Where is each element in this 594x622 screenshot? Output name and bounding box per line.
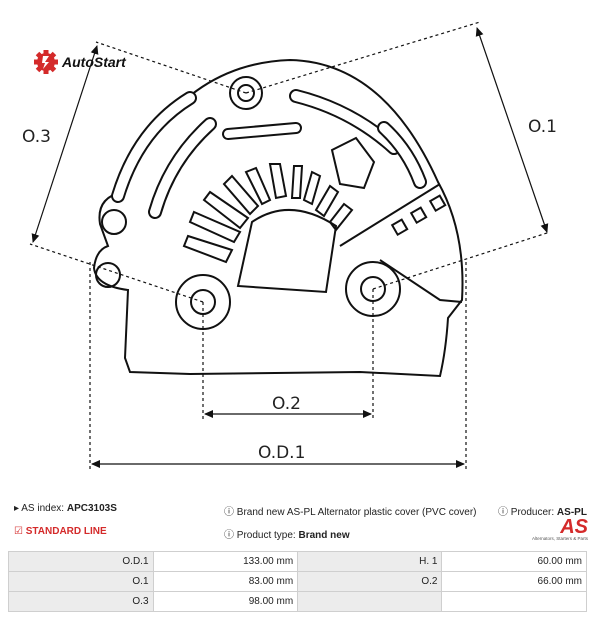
- dim-label-od1: O.D.1: [258, 443, 305, 463]
- standard-line-label: STANDARD LINE: [25, 526, 107, 537]
- autostart-logo[interactable]: AutoStart: [34, 50, 127, 74]
- spec-value: 83.00 mm: [152, 571, 299, 592]
- table-row: O.D.1 133.00 mm H. 1 60.00 mm: [8, 551, 587, 572]
- spec-label: O.3: [8, 591, 154, 612]
- as-index-info: ▸ AS index: APC3103S: [14, 503, 117, 514]
- as-pl-logo[interactable]: AS Alternators, Starters & Parts: [528, 516, 588, 541]
- spec-label: H. 1: [297, 551, 443, 572]
- producer-label: Producer:: [510, 507, 555, 518]
- spec-label: O.1: [8, 571, 154, 592]
- tag-icon: ▸: [14, 503, 20, 514]
- dim-label-o3: O.3: [22, 127, 51, 147]
- spec-value: 98.00 mm: [152, 591, 299, 612]
- spec-value: 60.00 mm: [441, 551, 587, 572]
- gear-icon: [34, 50, 58, 74]
- as-index-value[interactable]: APC3103S: [66, 503, 117, 514]
- product-type-value: Brand new: [298, 530, 350, 541]
- as-index-label: AS index:: [21, 503, 65, 514]
- info-icon: ⓘ: [498, 507, 508, 518]
- spec-label: [297, 591, 443, 612]
- description-text: Brand new AS-PL Alternator plastic cover…: [236, 507, 477, 518]
- spec-value: [441, 591, 587, 612]
- spec-label: O.D.1: [8, 551, 154, 572]
- description-info: ⓘ Brand new AS-PL Alternator plastic cov…: [224, 503, 477, 518]
- dim-label-o1: O.1: [528, 117, 557, 137]
- spec-value: 133.00 mm: [152, 551, 299, 572]
- as-logo-tagline: Alternators, Starters & Parts: [531, 536, 588, 541]
- spec-value: 66.00 mm: [441, 571, 587, 592]
- technical-drawing: AutoStart: [22, 21, 557, 470]
- info-icon: ⓘ: [224, 530, 234, 541]
- producer-value[interactable]: AS-PL: [556, 507, 587, 518]
- dim-label-o2: O.2: [272, 394, 301, 414]
- cover-outline: [92, 58, 464, 378]
- as-logo-mark: AS: [560, 516, 588, 538]
- table-row: O.1 83.00 mm O.2 66.00 mm: [8, 571, 587, 592]
- product-type-label: Product type:: [236, 530, 296, 541]
- info-icon: ⓘ: [224, 507, 234, 518]
- standard-line-badge[interactable]: ☑ STANDARD LINE: [14, 526, 107, 537]
- checkbox-icon: ☑: [14, 526, 23, 537]
- specs-table: O.D.1 133.00 mm H. 1 60.00 mm O.1 83.00 …: [8, 551, 587, 612]
- product-type-info: ⓘ Product type: Brand new: [224, 526, 350, 541]
- spec-label: O.2: [297, 571, 443, 592]
- table-row: O.3 98.00 mm: [8, 591, 587, 612]
- dimension-lines: [29, 21, 551, 470]
- producer-info: ⓘ Producer: AS-PL: [498, 503, 587, 518]
